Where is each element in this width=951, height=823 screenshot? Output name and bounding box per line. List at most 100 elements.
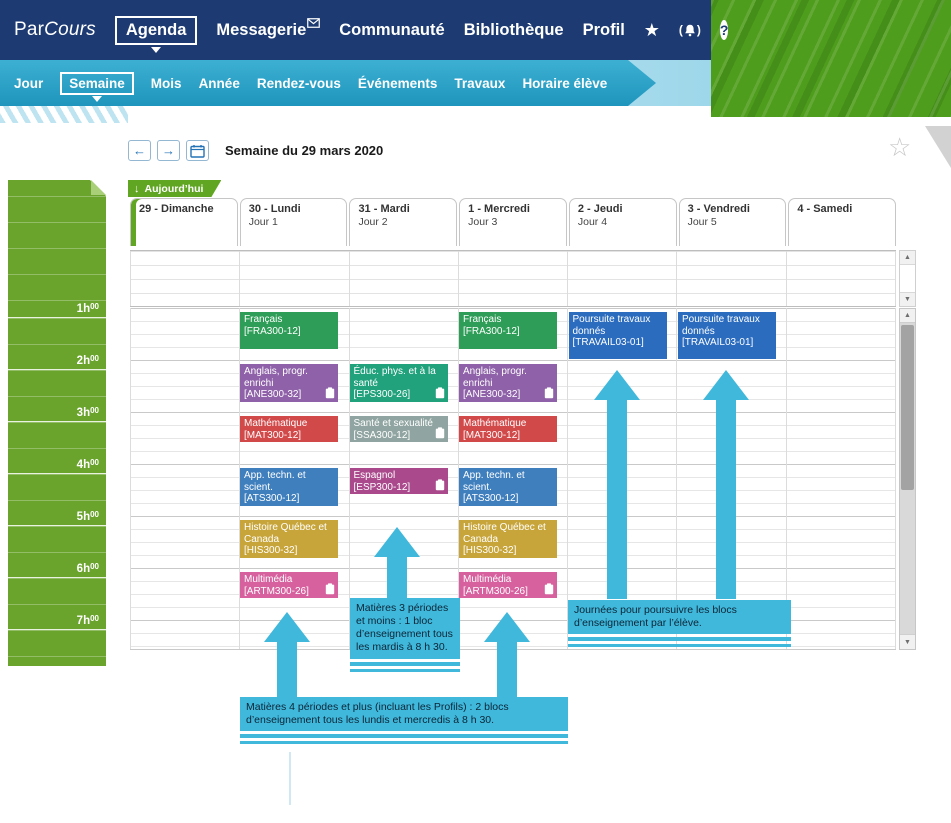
event-code: [HIS300-32] <box>463 545 517 556</box>
event-title: Multimédia <box>244 574 293 585</box>
view-tab-jour[interactable]: Jour <box>14 75 44 91</box>
day-column-lundi[interactable] <box>240 308 350 649</box>
week-grid-scrollbar[interactable]: ▲ ▼ <box>899 308 916 650</box>
annotation-arrow-stem <box>387 556 407 599</box>
allday-column[interactable] <box>350 251 459 306</box>
note-underline <box>240 741 568 745</box>
envelope-icon <box>307 14 321 33</box>
event-title: App. techn. et scient. <box>244 470 306 493</box>
event-ats300-12[interactable]: App. techn. et scient.[ATS300-12] <box>459 468 557 506</box>
day-column-samedi[interactable] <box>787 308 896 649</box>
nav-item-communaute[interactable]: Communauté <box>339 20 445 39</box>
event-code: [TRAVAIL03-01] <box>572 337 644 348</box>
event-code: [ANE300-32] <box>244 389 302 400</box>
nav-item-bibliotheque[interactable]: Bibliothèque <box>463 20 564 39</box>
time-label-5h: 5h00 <box>8 510 106 526</box>
assignment-icon <box>544 583 554 595</box>
event-his300-32[interactable]: Histoire Québec et Canada[HIS300-32] <box>459 520 557 558</box>
view-tab-travaux[interactable]: Travaux <box>454 75 506 91</box>
event-eps300-26[interactable]: Éduc. phys. et à la santé[EPS300-26] <box>349 364 448 402</box>
scroll-up-button[interactable]: ▲ <box>900 251 915 265</box>
event-title: Anglais, progr. enrichi <box>463 366 527 389</box>
day-column-mardi[interactable] <box>350 308 459 649</box>
nav-item-profil[interactable]: Profil <box>582 20 625 39</box>
notifications-bell-icon[interactable]: () <box>679 23 701 37</box>
event-code: [HIS300-32] <box>244 545 298 556</box>
event-code: [FRA300-12] <box>244 325 301 337</box>
week-grid: Français[FRA300-12] Anglais, progr. enri… <box>130 308 896 650</box>
favorite-page-star-icon[interactable]: ☆ <box>888 132 912 162</box>
view-tab-rendez-vous[interactable]: Rendez-vous <box>256 75 341 91</box>
scrollbar-thumb[interactable] <box>901 325 914 490</box>
time-rail: 1h00 2h00 3h00 4h00 5h00 6h00 7h00 <box>8 180 106 666</box>
allday-column[interactable] <box>568 251 678 306</box>
annotation-arrow-head <box>264 612 310 642</box>
event-travail03-01[interactable]: Poursuite travaux donnés[TRAVAIL03-01] <box>568 312 667 359</box>
note-underline <box>568 644 791 648</box>
next-week-button[interactable]: → <box>157 140 180 161</box>
event-title: Multimédia <box>463 574 512 585</box>
event-code: [MAT300-12] <box>244 429 302 441</box>
day-tab-dimanche[interactable]: 29 - Dimanche <box>130 198 238 246</box>
view-tab-annee[interactable]: Année <box>198 75 240 91</box>
event-fra300-12[interactable]: Français[FRA300-12] <box>240 312 338 349</box>
event-artm300-26[interactable]: Multimédia[ARTM300-26] <box>240 572 338 598</box>
view-tab-semaine[interactable]: Semaine <box>60 71 134 95</box>
assignment-icon <box>435 387 445 399</box>
week-title: Semaine du 29 mars 2020 <box>225 143 384 158</box>
event-ane300-32[interactable]: Anglais, progr. enrichi[ANE300-32] <box>459 364 557 402</box>
event-title: Mathématique <box>244 418 308 429</box>
allday-column[interactable] <box>130 251 241 306</box>
event-esp300-12[interactable]: Espagnol[ESP300-12] <box>349 468 448 494</box>
day-column-dimanche[interactable] <box>130 308 241 649</box>
scroll-down-button[interactable]: ▼ <box>900 634 915 649</box>
view-tab-horaire-eleve[interactable]: Horaire élève <box>522 75 608 91</box>
scroll-down-button[interactable]: ▼ <box>900 292 915 306</box>
allday-column[interactable] <box>459 251 569 306</box>
nav-item-agenda[interactable]: Agenda <box>114 15 198 45</box>
allday-scrollbar[interactable]: ▲ ▼ <box>899 250 916 307</box>
allday-column[interactable] <box>677 251 787 306</box>
allday-column[interactable] <box>240 251 350 306</box>
parcours-logo[interactable]: ParCours <box>14 19 96 41</box>
nav-item-messagerie[interactable]: Messagerie <box>216 17 321 40</box>
event-mat300-12[interactable]: Mathématique[MAT300-12] <box>459 416 557 442</box>
note-text: Matières 4 périodes et plus (incluant le… <box>240 697 568 732</box>
event-fra300-12[interactable]: Français[FRA300-12] <box>459 312 557 349</box>
date-picker-button[interactable] <box>186 140 209 161</box>
scroll-up-button[interactable]: ▲ <box>900 309 915 323</box>
note-underline <box>350 661 460 666</box>
event-ane300-32[interactable]: Anglais, progr. enrichi[ANE300-32] <box>240 364 338 402</box>
bell-glyph <box>685 24 695 36</box>
event-mat300-12[interactable]: Mathématique[MAT300-12] <box>240 416 338 442</box>
day-column-vendredi[interactable] <box>677 308 787 649</box>
event-title: Poursuite travaux donnés <box>572 314 651 337</box>
event-ssa300-12[interactable]: Santé et sexualité[SSA300-12] <box>349 416 448 442</box>
event-travail03-01[interactable]: Poursuite travaux donnés[TRAVAIL03-01] <box>678 312 776 359</box>
event-code: [MAT300-12] <box>463 429 521 441</box>
day-tab-samedi[interactable]: 4 - Samedi <box>788 198 897 246</box>
favorites-star-icon[interactable]: ★ <box>643 19 660 40</box>
view-tab-mois[interactable]: Mois <box>150 75 182 91</box>
assignment-icon <box>435 427 445 439</box>
today-button[interactable]: ↓ Aujourd’hui <box>128 180 221 197</box>
previous-week-button[interactable]: ← <box>128 140 151 161</box>
event-his300-32[interactable]: Histoire Québec et Canada[HIS300-32] <box>240 520 338 558</box>
help-icon[interactable]: ? <box>719 20 729 40</box>
view-tab-evenements[interactable]: Événements <box>357 75 438 91</box>
event-artm300-26[interactable]: Multimédia[ARTM300-26] <box>459 572 557 598</box>
event-ats300-12[interactable]: App. techn. et scient.[ATS300-12] <box>240 468 338 506</box>
calendar-icon <box>190 144 205 158</box>
day-column-jeudi[interactable] <box>568 308 678 649</box>
allday-column[interactable] <box>787 251 896 306</box>
day-column-mercredi[interactable] <box>459 308 569 649</box>
agenda-view-bar-main: Jour Semaine Mois Année Rendez-vous Évén… <box>0 60 656 106</box>
page-corner-fold <box>925 126 951 168</box>
assignment-icon <box>325 583 335 595</box>
